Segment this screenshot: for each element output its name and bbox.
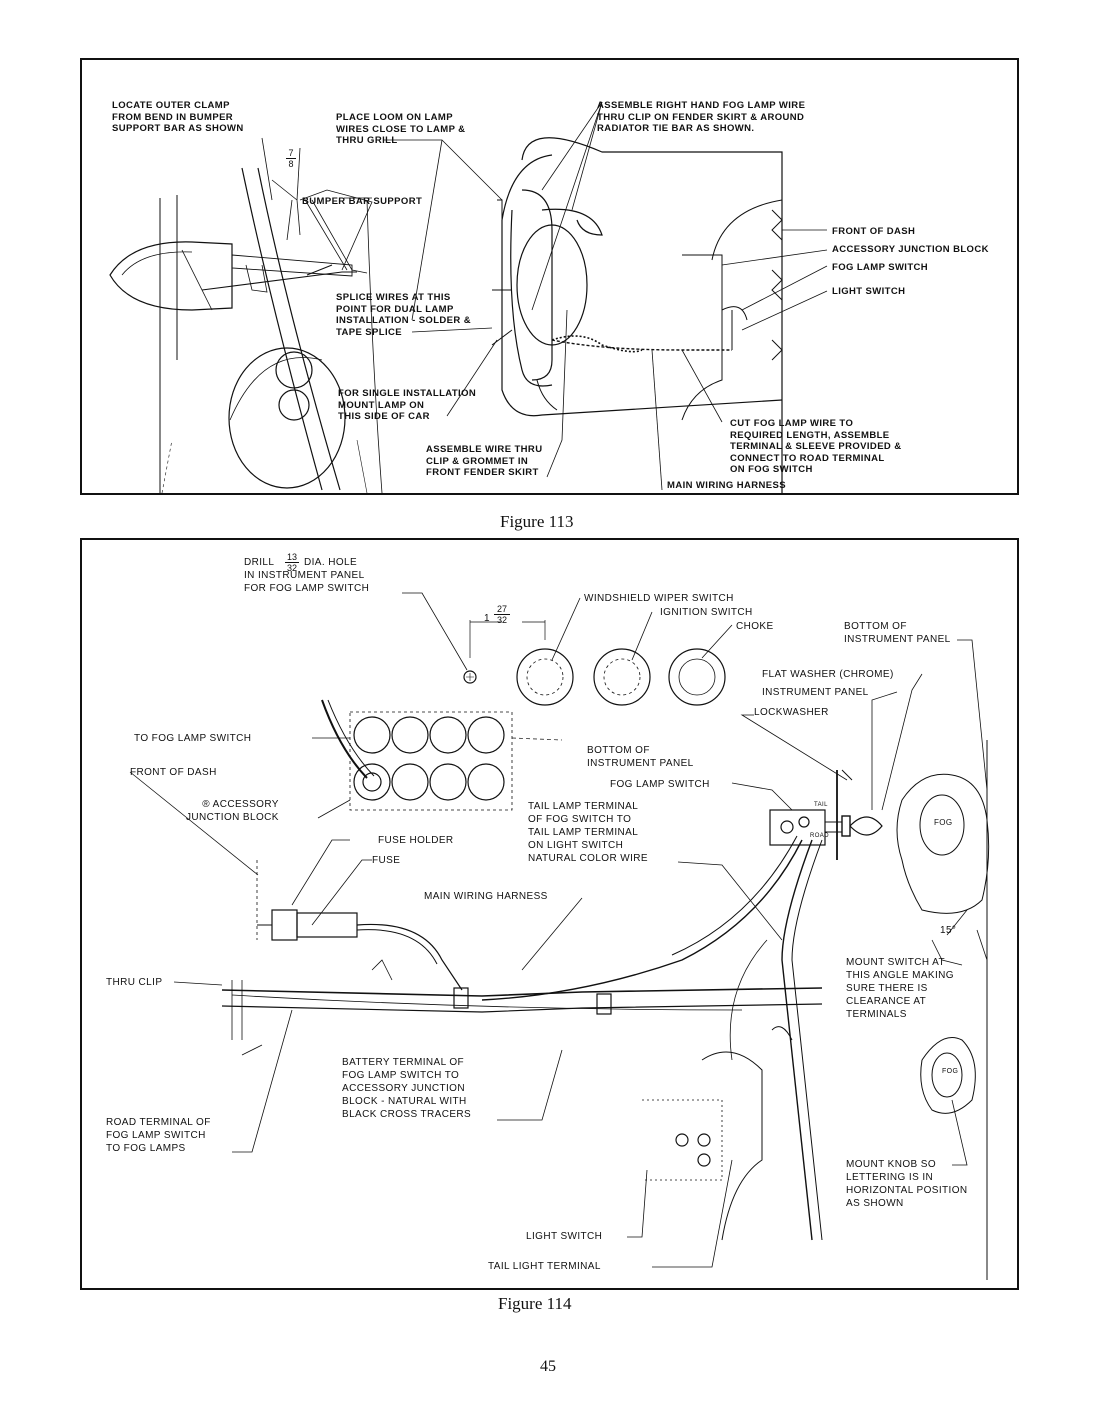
figure-113-leaders [384,101,828,491]
choke-label: CHOKE [736,621,774,632]
figure-114-panel: DRILL 13 32 DIA. HOLE IN INSTRUMENT PANE… [80,538,1019,1290]
fuse-label: FUSE [372,855,401,866]
figure-113-caption: Figure 113 [500,512,574,531]
assemble-right-label: ASSEMBLE RIGHT HAND FOG LAMP WIRE THRU C… [597,100,806,134]
figure-113-panel: LOCATE OUTER CLAMP FROM BEND IN BUMPER S… [80,58,1019,495]
bottom-instrument-panel-mid-label: BOTTOM OF INSTRUMENT PANEL [587,745,694,769]
spacing-denominator: 32 [496,615,507,625]
place-loom-label: PLACE LOOM ON LAMP WIRES CLOSE TO LAMP &… [336,112,466,146]
drill-label-rest: IN INSTRUMENT PANEL FOR FOG LAMP SWITCH [244,570,370,594]
mount-switch-label: MOUNT SWITCH AT THIS ANGLE MAKING SURE T… [846,957,954,1020]
ignition-switch-label: IGNITION SWITCH [660,607,753,618]
tail-light-terminal-label: TAIL LIGHT TERMINAL [488,1261,601,1272]
instrument-panel-holes [463,620,726,706]
bumper-bar-support-label: BUMPER BAR SUPPORT [302,196,423,207]
battery-terminal-label: BATTERY TERMINAL OF FOG LAMP SWITCH TO A… [342,1057,472,1120]
spacing-whole: 1 [484,613,490,624]
bumper-support-leader [261,137,373,274]
main-harness-drawing [221,835,823,1241]
fuse-holder-drawing [256,860,463,991]
accessory-junction-block-label: ® ACCESSORY JUNCTION BLOCK [186,799,279,823]
flat-washer-label: FLAT WASHER (CHROME) [762,669,894,680]
drill-fraction: 13 32 [285,552,299,573]
mount-knob-label: MOUNT KNOB SO LETTERING IS IN HORIZONTAL… [846,1159,968,1209]
bumper-lamp-drawing [109,167,383,493]
fog-switch-assembly [769,769,883,860]
car-front-drawing [491,137,783,493]
fuse-holder-label: FUSE HOLDER [378,835,454,846]
windshield-wiper-label: WINDSHIELD WIPER SWITCH [584,593,734,604]
drill-label-suffix: DIA. HOLE [304,557,358,568]
main-wiring-harness-label: MAIN WIRING HARNESS [667,480,786,491]
figure-114-caption: Figure 114 [498,1294,572,1313]
dimension-fraction: 7 8 [286,148,296,169]
outer-clamp-label: LOCATE OUTER CLAMP FROM BEND IN BUMPER S… [112,100,244,134]
figure-114-leaders [129,592,988,1268]
dimension-denominator: 8 [288,159,294,169]
bottom-instrument-panel-right-label: BOTTOM OF INSTRUMENT PANEL [844,621,951,645]
drill-label-prefix: DRILL [244,557,275,568]
drill-denominator: 32 [286,563,297,573]
light-switch-label: LIGHT SWITCH [832,286,906,297]
knob-text-bottom: FOG [942,1068,959,1075]
front-of-dash-label: FRONT OF DASH [130,767,217,778]
angle-label: 15° [940,925,957,936]
fog-lamp-switch-label: FOG LAMP SWITCH [832,262,929,273]
figure-114-drawing [129,592,990,1280]
tail-lamp-terminal-label: TAIL LAMP TERMINAL OF FOG SWITCH TO TAIL… [528,801,648,864]
fog-lamp-switch-label: FOG LAMP SWITCH [610,779,710,790]
drill-numerator: 13 [285,552,299,563]
spacing-numerator: 27 [494,604,510,615]
knob-text-top: FOG [934,818,953,827]
switch-tail-marking: TAIL [814,802,828,808]
front-of-dash-label: FRONT OF DASH [832,226,916,237]
cut-fog-lamp-wire-label: CUT FOG LAMP WIRE TO REQUIRED LENGTH, AS… [730,418,902,475]
accessory-junction-block-label: ACCESSORY JUNCTION BLOCK [832,244,989,255]
thru-clip-label: THRU CLIP [106,977,163,988]
dimension-numerator: 7 [286,148,296,159]
page-number: 45 [540,1358,556,1375]
junction-block [321,699,563,811]
instrument-panel-label: INSTRUMENT PANEL [762,687,869,698]
assemble-thru-clip-label: ASSEMBLE WIRE THRU CLIP & GROMMET IN FRO… [426,444,543,478]
light-switch-drawing [642,1026,793,1241]
main-wiring-harness-label: MAIN WIRING HARNESS [424,891,548,902]
road-terminal-label: ROAD TERMINAL OF FOG LAMP SWITCH TO FOG … [106,1117,211,1154]
splice-wires-label: SPLICE WIRES AT THIS POINT FOR DUAL LAMP… [336,292,471,338]
figure-113-drawing [109,101,828,493]
to-fog-lamp-switch-label: TO FOG LAMP SWITCH [134,733,252,744]
lockwasher-label: LOCKWASHER [754,707,829,718]
single-install-label: FOR SINGLE INSTALLATION MOUNT LAMP ON TH… [338,388,477,422]
spacing-fraction: 27 32 [494,604,510,625]
switch-road-marking: ROAD [810,833,829,839]
light-switch-label: LIGHT SWITCH [526,1231,603,1242]
